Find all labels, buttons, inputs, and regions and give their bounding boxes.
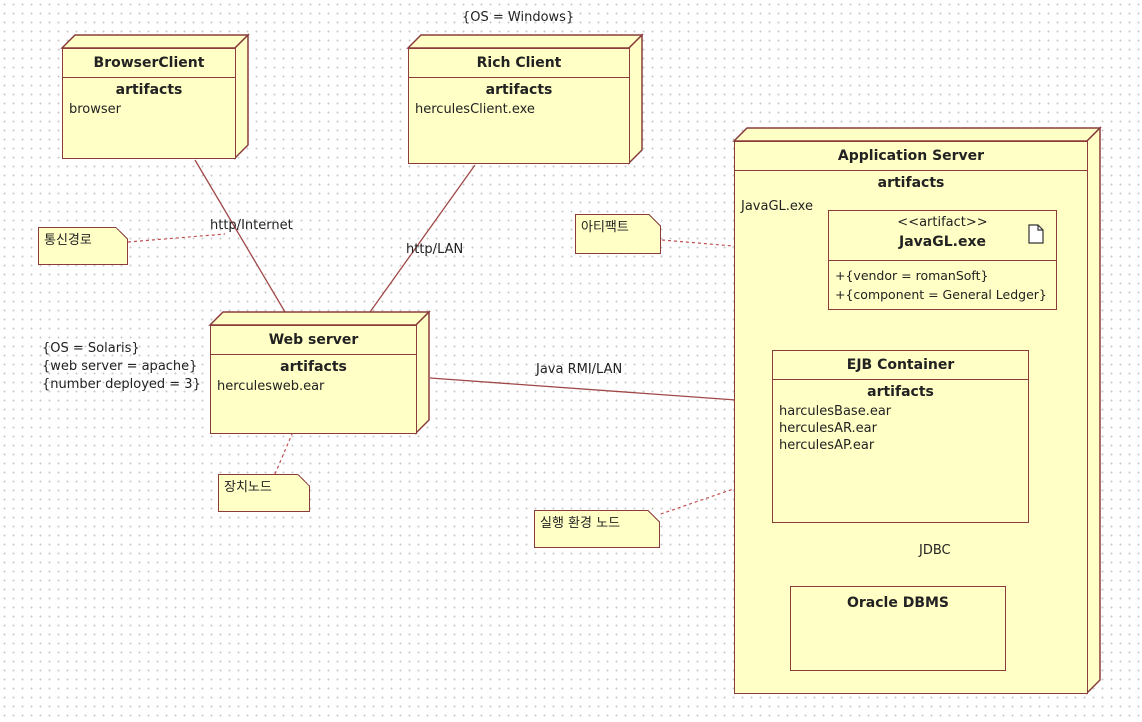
artifact-list: JavaGL.exe — [741, 198, 813, 215]
artifacts-heading: artifacts — [280, 359, 347, 375]
note-link-comm — [127, 233, 226, 243]
note-artifact[interactable]: 아티팩트 — [575, 214, 661, 254]
artifacts-heading: artifacts — [485, 82, 553, 98]
oracle-dbms-title: Oracle DBMS — [846, 595, 950, 611]
artifact-stereotype: <<artifact>> — [897, 215, 988, 230]
artifact-list: herculesClient.exe — [415, 101, 535, 118]
artifact-prop-component: +{component = General Ledger} — [835, 287, 1047, 302]
artifact-item: herculesAP.ear — [779, 438, 875, 453]
rich-client-title: Rich Client — [409, 49, 629, 78]
web-server-constraints: {OS = Solaris} {web server = apache} {nu… — [42, 340, 201, 394]
label-http-lan: http/LAN — [406, 242, 464, 257]
note-exec-env[interactable]: 실행 환경 노드 — [534, 510, 660, 548]
ejb-container-node[interactable]: EJB Container artifacts harculesBase.ear… — [772, 350, 1029, 523]
link-web-app — [429, 377, 737, 401]
artifact-properties: +{vendor = romanSoft} +{component = Gene… — [835, 266, 1047, 304]
rich-client-constraint: {OS = Windows} — [462, 10, 575, 25]
note-fold-icon — [298, 474, 310, 486]
artifact-list: browser — [69, 101, 121, 118]
artifact-list: herculesweb.ear — [217, 378, 324, 395]
note-comm-path[interactable]: 통신경로 — [38, 227, 128, 265]
link-rich-web — [369, 164, 476, 313]
constraint-deployed: {number deployed = 3} — [42, 377, 201, 392]
artifact-prop-vendor: +{vendor = romanSoft} — [835, 268, 989, 283]
artifacts-heading: artifacts — [867, 384, 934, 400]
web-server-title: Web server — [211, 326, 416, 355]
note-fold-icon — [116, 227, 128, 239]
note-text: 장치노드 — [224, 480, 272, 495]
artifact-item: JavaGL.exe — [741, 199, 813, 214]
ejb-container-title: EJB Container — [773, 351, 1028, 380]
artifact-header: <<artifact>> JavaGL.exe — [829, 214, 1056, 261]
note-fold-icon — [649, 214, 661, 226]
note-text: 실행 환경 노드 — [540, 516, 621, 531]
javagl-artifact-box[interactable]: <<artifact>> JavaGL.exe +{vendor = roman… — [828, 210, 1057, 310]
note-fold-icon — [648, 510, 660, 522]
constraint-os: {OS = Solaris} — [42, 341, 140, 356]
label-jdbc: JDBC — [919, 543, 951, 558]
note-device-node[interactable]: 장치노드 — [218, 474, 310, 512]
browser-client-node[interactable]: BrowserClient artifacts browser — [62, 48, 236, 159]
artifact-item: harculesBase.ear — [779, 404, 892, 419]
artifact-item: herculesweb.ear — [217, 379, 325, 394]
artifacts-heading: artifacts — [877, 175, 945, 191]
label-java-rmi: Java RMI/LAN — [536, 362, 623, 377]
oracle-dbms-node[interactable]: Oracle DBMS — [790, 586, 1006, 671]
web-server-node[interactable]: Web server artifacts herculesweb.ear — [210, 325, 417, 434]
note-text: 통신경로 — [44, 233, 92, 248]
artifact-name: JavaGL.exe — [899, 234, 986, 250]
document-icon — [1028, 224, 1044, 244]
browser-client-title: BrowserClient — [63, 49, 235, 78]
application-server-title: Application Server — [735, 142, 1087, 171]
label-http-internet: http/Internet — [210, 218, 293, 233]
artifact-list: harculesBase.ear herculesAR.ear hercules… — [779, 403, 891, 454]
artifact-item: herculesClient.exe — [415, 102, 535, 117]
link-browser-web — [194, 159, 286, 313]
rich-client-node[interactable]: Rich Client artifacts herculesClient.exe — [408, 48, 630, 164]
constraint-web-server: {web server = apache} — [42, 359, 198, 374]
artifact-item: herculesAR.ear — [779, 421, 877, 436]
artifact-item: browser — [69, 102, 122, 117]
artifacts-heading: artifacts — [115, 82, 183, 98]
note-text: 아티팩트 — [581, 220, 629, 235]
note-link-device — [274, 433, 293, 475]
